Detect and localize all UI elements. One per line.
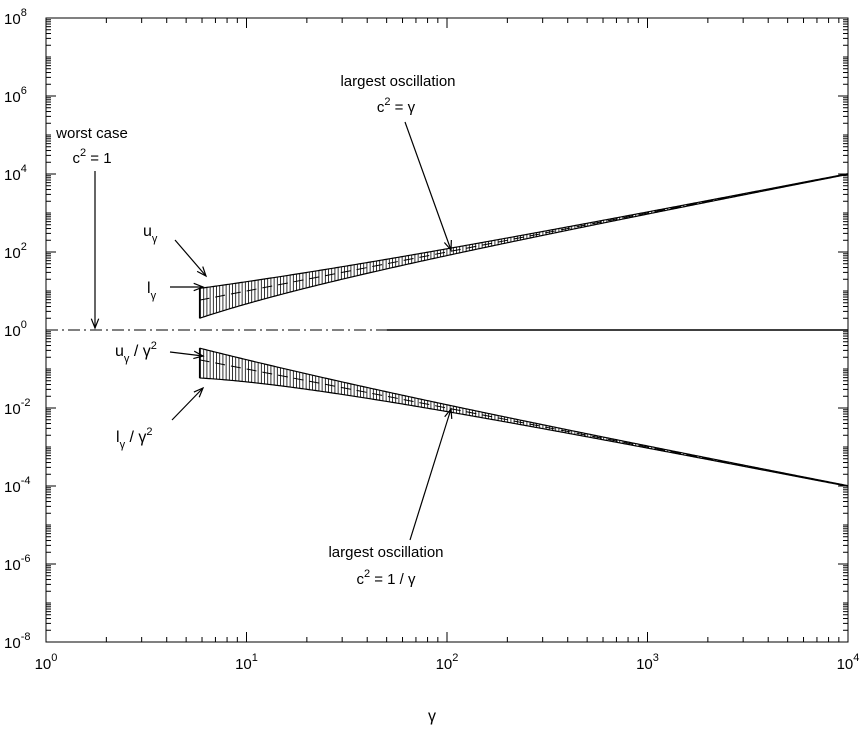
arrow-u-gamma [174,239,207,277]
y-tick-labels: 10-8 10-6 10-4 10-2 100 102 104 106 108 [4,7,30,652]
osc-bottom-line2: c2 = 1 / γ [356,568,416,588]
osc-top-line1: largest oscillation [340,73,455,90]
osc-top-line2: c2 = γ [377,96,416,116]
arrow-osc-top-head [443,239,452,252]
x-tick-label: 104 [837,652,860,673]
x-tick-label: 100 [35,652,58,673]
y-tick-label: 10-6 [4,553,30,574]
y-tick-label: 10-4 [4,475,30,496]
y-tick-label: 104 [4,163,27,184]
axis-ticks [45,18,848,643]
arrow-l-over-head [193,386,205,398]
x-tick-labels: 100 101 102 103 104 [35,652,860,673]
arrow-worst-case-head [90,318,100,330]
annotation-arrows [90,121,453,541]
line-c2-gamma [199,173,849,301]
arrow-l-gamma-head [193,282,205,292]
curve-l-over-gamma2 [199,377,849,487]
label-u-gamma: uγ [143,223,158,245]
arrow-osc-bottom [409,408,452,541]
arrow-osc-top [404,121,452,251]
arrow-osc-bottom-head [444,407,453,420]
curve-u-gamma [199,173,849,289]
worst-case-line1: worst case [55,125,128,142]
arrow-u-over [169,351,204,357]
y-tick-label: 10-2 [4,397,30,418]
curve-u-over-gamma2 [199,347,849,487]
x-tick-label: 101 [235,652,258,673]
arrow-u-over-head [193,350,205,360]
annotation-osc-top: largest oscillation c2 = γ [340,73,455,116]
curve-l-gamma [199,173,849,319]
osc-bottom-line1: largest oscillation [328,544,443,561]
y-tick-label: 10-8 [4,631,30,652]
x-tick-label: 102 [436,652,459,673]
annotation-worst-case: worst case c2 = 1 [55,125,128,167]
label-l-over-gamma2: lγ / γ2 [116,426,153,451]
line-c2-inv-gamma [199,359,849,487]
worst-case-line2: c2 = 1 [72,147,111,167]
label-l-gamma: lγ [147,280,157,302]
x-axis-label: γ [428,708,436,725]
y-tick-label: 108 [4,7,27,28]
y-tick-label: 106 [4,85,27,106]
annotation-osc-bottom: largest oscillation c2 = 1 / γ [328,544,443,588]
arrow-l-over [171,387,204,421]
x-tick-label: 103 [636,652,659,673]
y-tick-label: 102 [4,241,27,262]
y-tick-label: 100 [4,319,27,340]
bound-curves [46,173,849,487]
arrow-u-gamma-head [196,266,208,278]
label-u-over-gamma2: uγ / γ2 [115,340,157,365]
